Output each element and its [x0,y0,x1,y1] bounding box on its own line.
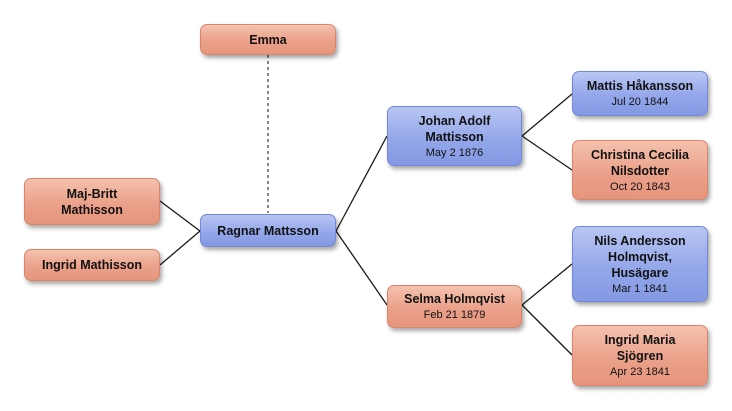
person-name: Emma [249,32,287,47]
person-name: Johan Adolf Mattisson [418,113,491,144]
person-date: Apr 23 1841 [610,366,670,378]
person-card-ragnar[interactable]: Ragnar Mattsson [200,214,336,247]
person-card-christina[interactable]: Christina Cecilia Nilsdotter Oct 20 1843 [572,140,708,200]
person-date: Jul 20 1844 [611,96,669,108]
connector-ingrid-ragnar [159,230,201,266]
person-name: Ingrid Maria Sjögren [604,333,676,363]
connector-ragnar-johan [335,135,388,232]
person-date: Feb 21 1879 [423,309,486,321]
connector-majbritt-ragnar [159,200,201,232]
person-card-selma[interactable]: Selma Holmqvist Feb 21 1879 [387,285,522,328]
person-card-majbritt[interactable]: Maj-Britt Mathisson [24,178,160,225]
person-date: May 2 1876 [425,146,484,159]
person-name: Selma Holmqvist [404,292,505,306]
connector-selma-ingrid [521,304,573,356]
person-date: Oct 20 1843 [610,180,670,193]
person-card-emma[interactable]: Emma [200,24,336,55]
person-card-ingrid-mathisson[interactable]: Ingrid Mathisson [24,249,160,281]
person-name: Mattis Håkansson [586,79,694,93]
person-name: Christina Cecilia Nilsdotter [591,147,689,178]
person-name: Ragnar Mattsson [217,223,319,238]
person-card-johan[interactable]: Johan Adolf Mattisson May 2 1876 [387,106,522,166]
connector-johan-christina [521,135,573,171]
person-date: Mar 1 1841 [612,282,668,295]
person-name: Maj-Britt Mathisson [61,186,123,217]
person-card-mattis[interactable]: Mattis Håkansson Jul 20 1844 [572,71,708,116]
connector-ragnar-selma [335,230,388,306]
person-card-ingrid-sjogren[interactable]: Ingrid Maria Sjögren Apr 23 1841 [572,325,708,386]
connector-johan-mattis [521,93,573,137]
person-card-nils[interactable]: Nils Andersson Holmqvist, Husägare Mar 1… [572,226,708,302]
person-name: Ingrid Mathisson [42,258,142,272]
person-name: Nils Andersson Holmqvist, Husägare [594,233,686,280]
connector-selma-nils [521,263,573,306]
